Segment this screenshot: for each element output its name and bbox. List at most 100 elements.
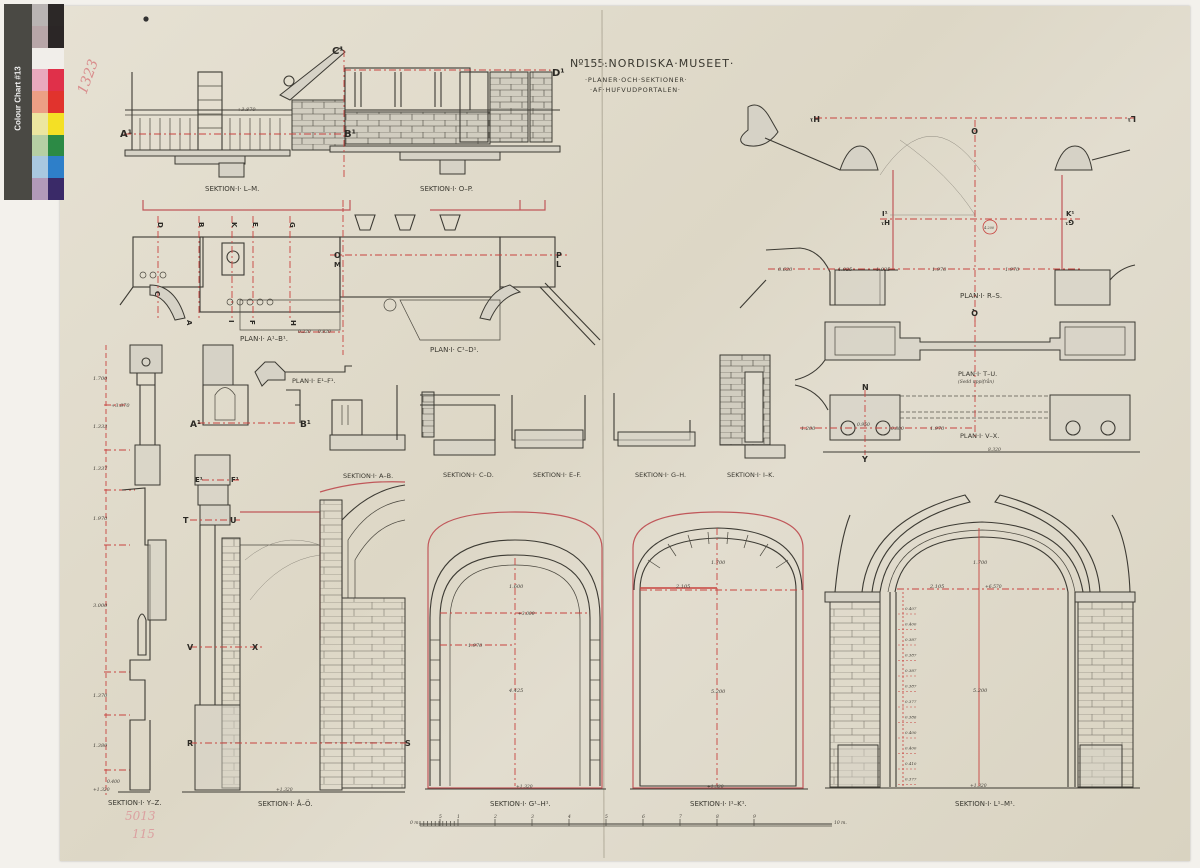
colour-swatch [48,69,64,92]
plan-rs: 4.200 H¹ L¹ O I¹ H¹ K¹ G¹ Q 0.620 1.025 … [739,104,1136,330]
dim-g1h1-2: 1.970 [468,643,483,649]
section-label-lm: SEKTION·I· L–M. [205,185,259,193]
dim-vx-2: 0.950 [857,422,870,428]
dim-a1b1-1: 0.220 [298,329,311,335]
marker-g-plan: G [288,222,296,228]
dim-vx-1: 1.200 [801,426,816,432]
colour-chart-ruler: Colour Chart #13 [4,4,32,200]
colour-swatch [48,91,64,113]
dim-i1k1-1: 1.700 [711,560,726,566]
dim-rs-2: 1.025 [838,267,852,273]
colour-swatch [48,47,64,70]
l1m1-course-dimensions: 0.4070.4000.3870.3870.3870.3870.3770.386… [898,606,918,785]
section-label-ao: SEKTION·I· Å–Ö. [258,799,312,808]
colour-swatch [48,178,64,200]
l1m1-course-dim: 0.386 [905,715,917,720]
colour-swatch [32,25,48,48]
l1m1-course-dim: 0.400 [905,622,917,627]
dim-yz-7: 1.380 [93,743,108,749]
scale-tick-label: 9 [753,814,756,820]
l1m1-course-dim: 0.387 [905,637,917,642]
fold-line [601,9,605,859]
marker-h1-rs-2: H¹ [881,218,890,226]
dim-rs-1: 0.620 [778,267,793,273]
dim-l1m1-3: 5.200 [973,688,988,694]
section-g1h1: 1.600 1.970 4.425 +3.000 +1.320 [425,511,606,790]
marker-a1-top: A¹ [120,129,132,140]
l1m1-course-dim: 0.400 [905,746,917,751]
pin-hole [143,16,149,22]
marker-b1-top: B¹ [344,129,356,140]
plan-tu-vx: N Y 1.200 0.950 0.800 1.970 8.320 [794,320,1140,464]
scale-tick-label: 5 [605,814,608,820]
marker-l-plan: L [556,260,561,269]
colour-swatch [48,156,64,179]
colour-swatch [48,134,64,157]
dim-yz-level: +3.870 [111,403,130,409]
dim-rs-5: 1.970 [1005,267,1020,273]
section-l1m1: 1.700 2.105 +6.570 5.200 +1.320 0.4070.4… [824,494,1140,789]
marker-a-plan: A [185,320,193,326]
archive-note-bottom-1: 5013 [125,809,156,823]
colour-swatch [32,69,48,92]
section-label-gh: SEKTION·I· G–H. [635,471,686,479]
marker-k1-rs: K¹ [1066,210,1075,218]
title-subtitle-2: ·AF·HUFVUDPORTALEN· [590,86,681,94]
section-label-cd: SEKTION·I· C–D. [443,471,494,479]
dim-g1h1-1: 1.600 [509,584,524,590]
section-label-g1h1: SEKTION·I· G¹–H¹. [490,800,551,808]
l1m1-course-dim: 0.387 [905,684,917,689]
colour-chart: Colour Chart #13 [4,4,64,200]
colour-swatch [32,134,48,157]
marker-y-vx: Y [861,455,868,464]
marker-f1: F¹ [231,476,239,484]
scale-tick-label: 3 [531,814,534,820]
dim-yz-4: 1.970 [93,516,108,522]
marker-c1: C¹ [332,46,344,57]
scale-end: 10 m. [834,820,847,826]
marker-e1: E¹ [195,476,203,484]
colour-swatch [32,91,48,113]
section-yz: 1.700 +3.870 1.333 1.337 1.970 3.000 1.3… [93,344,167,795]
archive-note-bottom-2: 115 [132,827,155,841]
marker-e-plan: E [251,222,259,227]
scale-tick-label: 6 [642,814,645,820]
colour-swatches [32,4,64,200]
section-label-ik: SEKTION·I· I–K. [727,471,774,479]
section-label-l1m1: SEKTION·I· L¹–M¹. [955,800,1015,808]
marker-t: T [183,516,189,525]
colour-swatch [32,156,48,179]
section-label-ab: SEKTION·I· A–B. [343,472,393,480]
marker-i1-rs: I¹ [882,210,888,218]
marker-x: X [252,643,259,652]
colour-swatch [32,47,48,70]
dim-yz-1: 1.700 [93,376,108,382]
dim-vx-3: 0.800 [891,426,904,432]
section-ao: T U V X R S E¹ F¹ A¹ B¹ +1.320 [182,344,411,793]
elevation-lm-op: A¹ C¹ B¹ D¹ +3.870 [120,46,565,178]
title-subtitle-1: ·PLANER·OCH·SEKTIONER· [585,76,688,84]
marker-g1-rs: G¹ [1065,218,1074,226]
scale-tick-label: 8 [716,814,719,820]
title-museum: ·NORDISKA·MUSEET· [604,57,734,70]
l1m1-course-dim: 0.377 [905,699,917,704]
marker-l1-rs: L¹ [1127,114,1136,123]
marker-i-plan: I [227,320,235,323]
marker-a1-left: A¹ [190,420,201,430]
colour-swatch [32,112,48,135]
scale-tick-label: 7 [679,814,682,820]
marker-v: V [187,643,194,652]
marker-c-plan: C [153,291,161,296]
marker-b-plan: B [197,222,205,227]
l1m1-course-dim: 0.387 [905,668,917,673]
marker-m-plan: M [334,261,341,269]
dim-i1k1-3: 5.200 [711,689,726,695]
marker-q-rs: Q [971,308,978,317]
dim-g1h1-3: 4.425 [508,688,523,694]
scale-tick-label: 4 [567,814,571,820]
dim-l1m1-2: 2.105 [929,584,944,590]
marker-b1-left: B¹ [300,420,311,430]
title-number: Nº155. [570,57,608,70]
plan-label-c1d1: PLAN·I· C¹–D¹. [430,346,479,354]
